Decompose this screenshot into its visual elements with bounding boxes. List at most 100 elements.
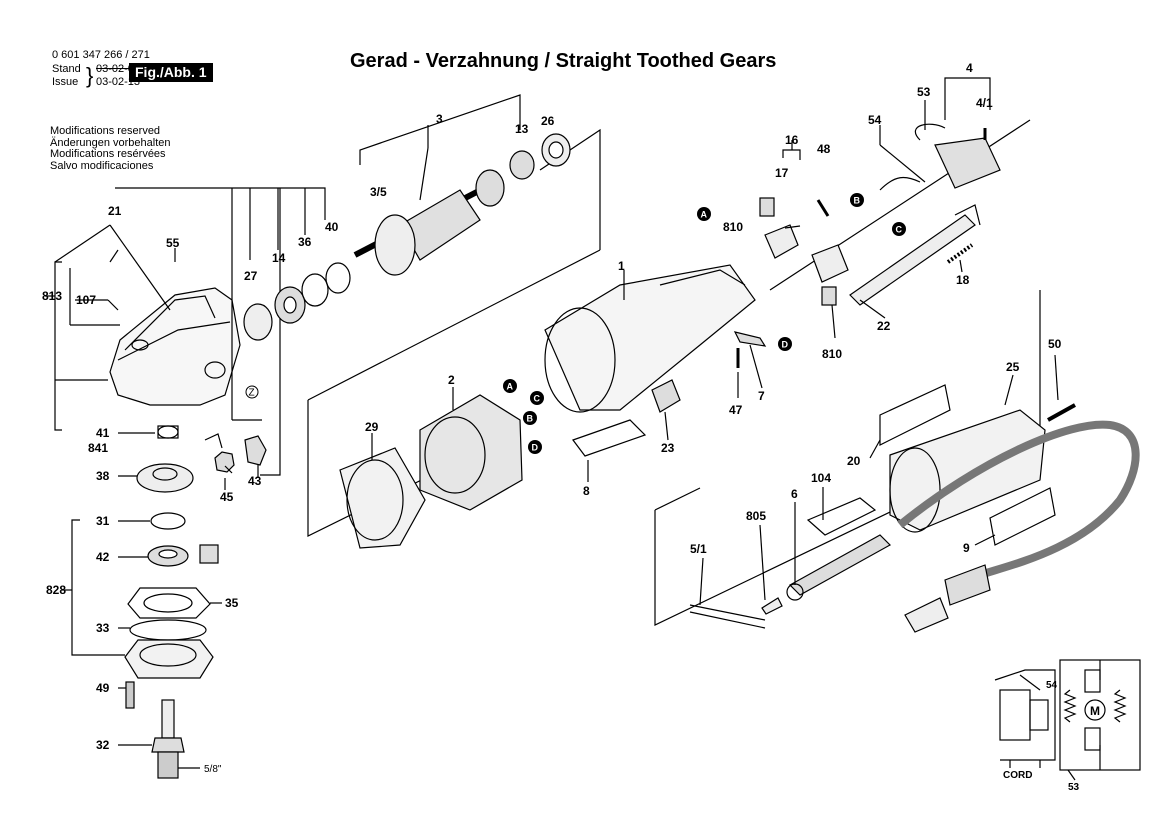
label-32: 32	[96, 738, 110, 752]
label-2: 2	[448, 373, 455, 387]
part-14-bearing	[274, 286, 306, 324]
label-33: 33	[96, 621, 110, 635]
label-thread: 5/8"	[204, 764, 222, 775]
label-41: 41	[96, 426, 110, 440]
part-43-pinion	[244, 435, 267, 466]
part-41-sleeve	[157, 425, 179, 439]
part-50-screw	[1047, 403, 1076, 422]
label-48: 48	[817, 142, 831, 156]
part-29-end-shield	[339, 447, 426, 549]
label-49: 49	[96, 681, 110, 695]
part-labels: 21 55 813 107 41 841 38 31 42 828 35 33 …	[42, 61, 1080, 793]
label-16: 16	[785, 133, 799, 147]
issue-label: Issue	[52, 76, 79, 88]
label-1: 1	[618, 259, 625, 273]
label-21: 21	[108, 204, 122, 218]
label-14: 14	[272, 251, 286, 265]
label-35: 35	[225, 596, 239, 610]
modifications-notice: Modifications reserved Änderungen vorbeh…	[50, 125, 170, 172]
badge-c-switch: C	[892, 222, 906, 236]
label-23: 23	[661, 441, 675, 455]
svg-text:Z: Z	[249, 388, 255, 399]
svg-text:D: D	[782, 340, 789, 350]
modifications-line-fr: Modifications resérvées	[50, 148, 166, 160]
label-50: 50	[1048, 337, 1062, 351]
part-48-screw	[816, 199, 830, 217]
part-49-screw	[125, 681, 135, 709]
part-31-circlip	[150, 512, 186, 530]
part-35-gasket	[127, 587, 211, 619]
svg-text:A: A	[507, 382, 514, 392]
label-813: 813	[42, 289, 62, 303]
svg-text:C: C	[534, 394, 541, 404]
label-810-a: 810	[723, 220, 743, 234]
svg-text:B: B	[527, 414, 534, 424]
label-26: 26	[541, 114, 555, 128]
svg-text:D: D	[532, 443, 539, 453]
label-3: 3	[436, 112, 443, 126]
wiring-schematic	[994, 659, 1141, 781]
part-2-field-stator	[419, 394, 523, 511]
part-1-motor-housing	[544, 264, 756, 413]
part-40-circlip	[325, 262, 351, 294]
flange-plate	[124, 639, 214, 679]
label-55: 55	[166, 236, 180, 250]
badge-a-brush: A	[697, 207, 711, 221]
svg-text:B: B	[854, 196, 861, 206]
part-36-ring	[301, 273, 329, 307]
label-27: 27	[244, 269, 258, 283]
label-3-5: 3/5	[370, 185, 387, 199]
power-cord	[897, 420, 1140, 633]
part-45-nut	[214, 451, 235, 473]
schematic-label-53: 53	[1068, 782, 1080, 793]
label-53: 53	[917, 85, 931, 99]
label-20: 20	[847, 454, 861, 468]
page-title: Gerad - Verzahnung / Straight Toothed Ge…	[350, 50, 777, 72]
label-841: 841	[88, 441, 108, 455]
brace-symbol: }	[86, 63, 94, 88]
part-number: 0 601 347 266 / 271	[52, 49, 150, 61]
part-3-armature	[353, 169, 505, 276]
label-29: 29	[365, 420, 379, 434]
schematic-label-cord: CORD	[1003, 770, 1032, 781]
modifications-line-es: Salvo modificaciones	[50, 159, 154, 172]
figure-label: Fig./Abb. 1	[129, 63, 213, 82]
part-32-spindle	[151, 699, 185, 779]
part-27-bearing	[243, 303, 273, 341]
badge-c-stator: C	[530, 391, 544, 405]
label-7: 7	[758, 389, 765, 403]
part-17-brush-holder	[764, 224, 799, 259]
badge-a-stator: A	[503, 379, 517, 393]
part-805-sleeve	[761, 597, 783, 615]
label-8: 8	[583, 484, 590, 498]
label-5-1: 5/1	[690, 542, 707, 556]
label-45: 45	[220, 490, 234, 504]
part-33-ring	[129, 619, 207, 641]
label-22: 22	[877, 319, 891, 333]
label-828: 828	[46, 583, 66, 597]
part-20-nameplate	[879, 384, 951, 446]
label-107: 107	[76, 293, 96, 307]
part-53-wire	[879, 123, 946, 191]
badge-d-brush: D	[778, 337, 792, 351]
leader-lines	[107, 100, 1059, 606]
label-6: 6	[791, 487, 798, 501]
schematic-label-54: 54	[1046, 680, 1058, 691]
label-25: 25	[1006, 360, 1020, 374]
label-36: 36	[298, 235, 312, 249]
part-18-spring	[946, 243, 974, 264]
part-26-bearing	[541, 133, 571, 167]
part-810-carbon-brush-b	[821, 286, 837, 306]
badge-d-stator: D	[528, 440, 542, 454]
label-13: 13	[515, 122, 529, 136]
stand-label: Stand	[52, 63, 81, 75]
motor-symbol-m: M	[1090, 704, 1100, 718]
part-38-bevel-gear	[136, 463, 194, 493]
part-13-bearing	[509, 150, 535, 180]
part-22-switch-rod	[849, 204, 981, 306]
gear-head-housing	[109, 287, 241, 406]
badge-b-stator: B	[523, 411, 537, 425]
part-23-cover	[651, 379, 681, 413]
label-4: 4	[966, 61, 973, 75]
